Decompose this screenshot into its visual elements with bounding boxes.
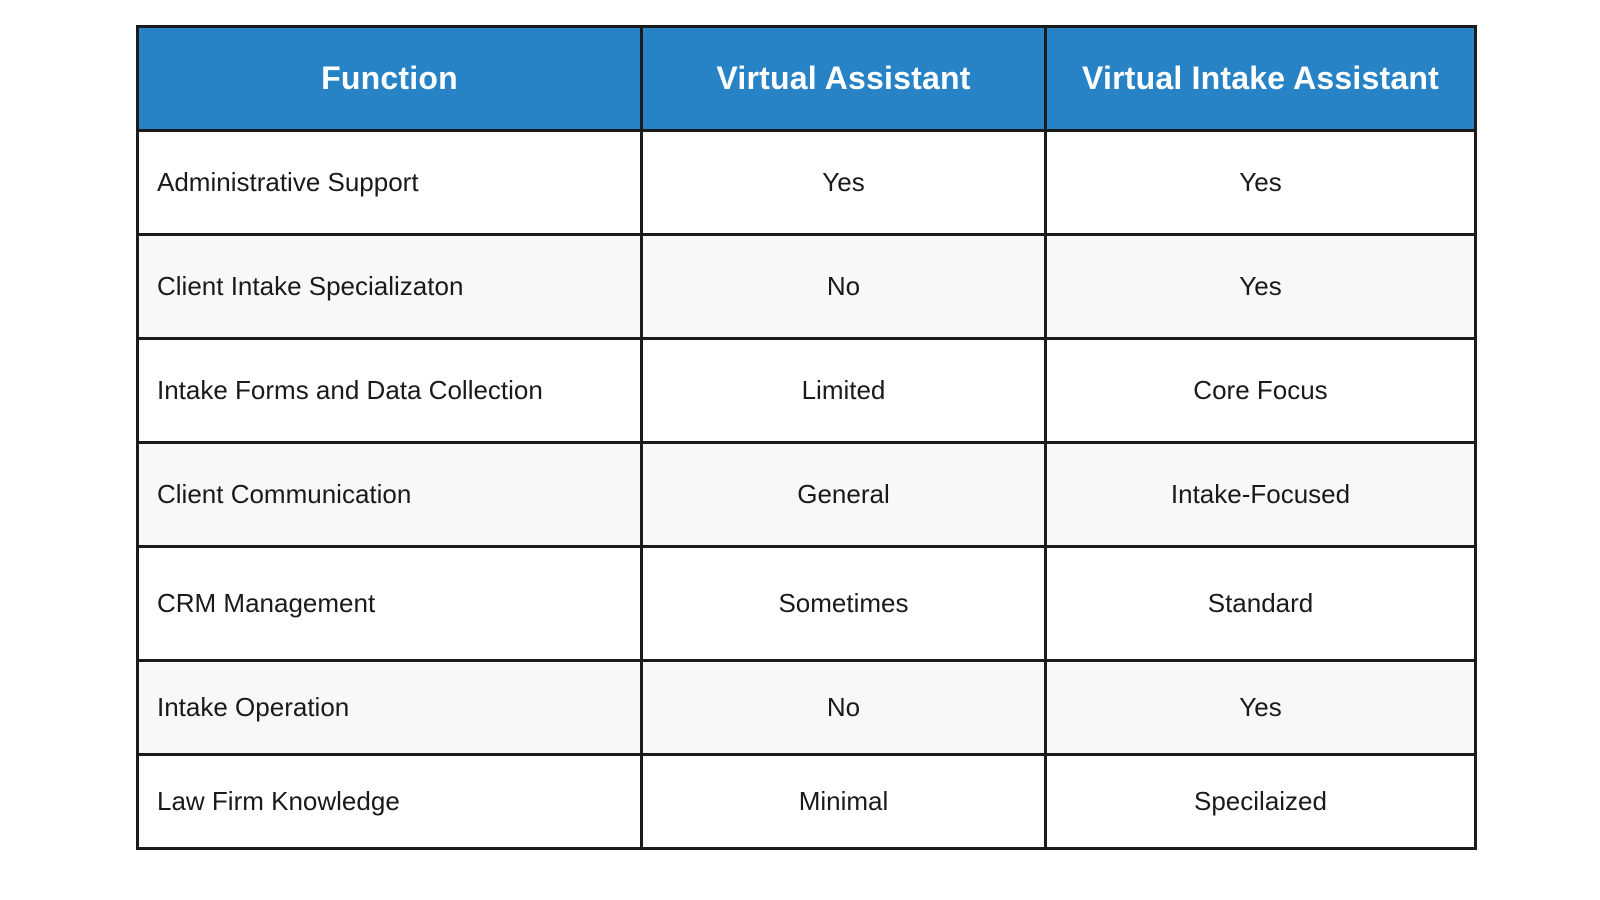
table-row: Intake Operation No Yes: [136, 659, 1477, 756]
function-cell: Intake Operation: [136, 659, 643, 756]
header-virtual-assistant: Virtual Assistant: [640, 25, 1047, 132]
virtual-intake-assistant-cell: Standard: [1044, 545, 1477, 662]
virtual-intake-assistant-cell: Yes: [1044, 129, 1477, 236]
header-virtual-intake-assistant: Virtual Intake Assistant: [1044, 25, 1477, 132]
comparison-table: Function Virtual Assistant Virtual Intak…: [136, 25, 1477, 850]
function-cell: Administrative Support: [136, 129, 643, 236]
function-cell: Client Communication: [136, 441, 643, 548]
table-row: Client Communication General Intake-Focu…: [136, 441, 1477, 548]
function-cell: Intake Forms and Data Collection: [136, 337, 643, 444]
table-header-row: Function Virtual Assistant Virtual Intak…: [136, 25, 1477, 132]
virtual-assistant-cell: Yes: [640, 129, 1047, 236]
function-cell: Law Firm Knowledge: [136, 753, 643, 850]
virtual-assistant-cell: No: [640, 233, 1047, 340]
table-row: Client Intake Specializaton No Yes: [136, 233, 1477, 340]
virtual-intake-assistant-cell: Yes: [1044, 233, 1477, 340]
table-row: CRM Management Sometimes Standard: [136, 545, 1477, 662]
comparison-table-container: Function Virtual Assistant Virtual Intak…: [136, 25, 1477, 850]
table-row: Intake Forms and Data Collection Limited…: [136, 337, 1477, 444]
virtual-assistant-cell: No: [640, 659, 1047, 756]
virtual-intake-assistant-cell: Yes: [1044, 659, 1477, 756]
virtual-assistant-cell: Limited: [640, 337, 1047, 444]
function-cell: CRM Management: [136, 545, 643, 662]
virtual-assistant-cell: General: [640, 441, 1047, 548]
table-row: Law Firm Knowledge Minimal Specilaized: [136, 753, 1477, 850]
function-cell: Client Intake Specializaton: [136, 233, 643, 340]
virtual-assistant-cell: Minimal: [640, 753, 1047, 850]
virtual-intake-assistant-cell: Intake-Focused: [1044, 441, 1477, 548]
virtual-intake-assistant-cell: Core Focus: [1044, 337, 1477, 444]
table-row: Administrative Support Yes Yes: [136, 129, 1477, 236]
virtual-intake-assistant-cell: Specilaized: [1044, 753, 1477, 850]
header-function: Function: [136, 25, 643, 132]
virtual-assistant-cell: Sometimes: [640, 545, 1047, 662]
